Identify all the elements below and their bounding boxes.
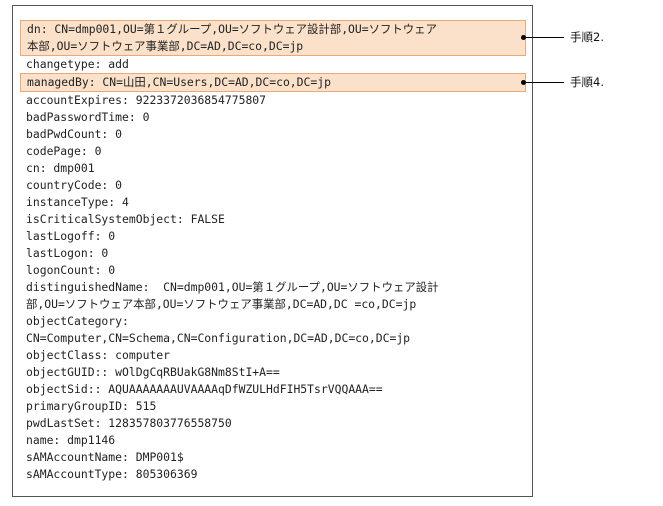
ldif-line: lastLogoff: 0 [26,229,116,243]
ldif-line: objectGUID:: wOlDgCqRBUakG8Nm8StI+A== [26,365,280,379]
ldif-text: dn: CN=dmp001,OU=第１グループ,OU=ソフトウェア設計部,OU=… [20,20,526,483]
ldif-panel: dn: CN=dmp001,OU=第１グループ,OU=ソフトウェア設計部,OU=… [12,5,533,497]
callout-step2-label: 手順2. [570,30,604,44]
ldif-line: objectCategory: [26,314,129,328]
ldif-line: distinguishedName: CN=dmp001,OU=第１グループ,O… [26,280,439,294]
ldif-line-changetype: changetype: add [26,57,129,71]
ldif-line: 部,OU=ソフトウェア本部,OU=ソフトウェア事業部,DC=AD,DC =co,… [26,297,417,311]
ldif-line: sAMAccountName: DMP001$ [26,450,184,464]
ldif-line: sAMAccountType: 805306369 [26,467,198,481]
highlight-managedby: managedBy: CN=山田,CN=Users,DC=AD,DC=co,DC… [20,73,526,92]
callout-dot-icon [521,34,526,40]
ldif-line: lastLogon: 0 [26,246,109,260]
highlight-dn: dn: CN=dmp001,OU=第１グループ,OU=ソフトウェア設計部,OU=… [20,20,526,56]
callout-leader-line [526,36,564,38]
ldif-line: objectClass: computer [26,348,171,362]
callout-dot-icon [521,79,526,85]
callout-step4: 手順4. [521,74,604,90]
ldif-line: CN=Computer,CN=Schema,CN=Configuration,D… [26,331,411,345]
ldif-line: instanceType: 4 [26,195,129,209]
ldif-line-dn-2: 本部,OU=ソフトウェア事業部,DC=AD,DC=co,DC=jp [27,39,304,53]
callout-step4-label: 手順4. [570,75,604,89]
ldif-line: logonCount: 0 [26,263,116,277]
ldif-line: codePage: 0 [26,144,102,158]
ldif-line: badPwdCount: 0 [26,127,123,141]
ldif-line-dn-1: dn: CN=dmp001,OU=第１グループ,OU=ソフトウェア設計部,OU=… [27,22,437,36]
callout-step2: 手順2. [521,29,604,45]
ldif-line: isCriticalSystemObject: FALSE [26,212,225,226]
ldif-line: badPasswordTime: 0 [26,110,150,124]
ldif-line: objectSid:: AQUAAAAAAAUVAAAAqDfWZULHdFIH… [26,382,383,396]
callout-leader-line [526,81,564,83]
ldif-line: accountExpires: 9223372036854775807 [26,93,267,107]
ldif-line-managedby: managedBy: CN=山田,CN=Users,DC=AD,DC=co,DC… [27,75,331,89]
ldif-line: name: dmp1146 [26,433,116,447]
ldif-line: cn: dmp001 [26,161,95,175]
ldif-line: pwdLastSet: 128357803776558750 [26,416,232,430]
ldif-line: primaryGroupID: 515 [26,399,157,413]
ldif-line: countryCode: 0 [26,178,123,192]
